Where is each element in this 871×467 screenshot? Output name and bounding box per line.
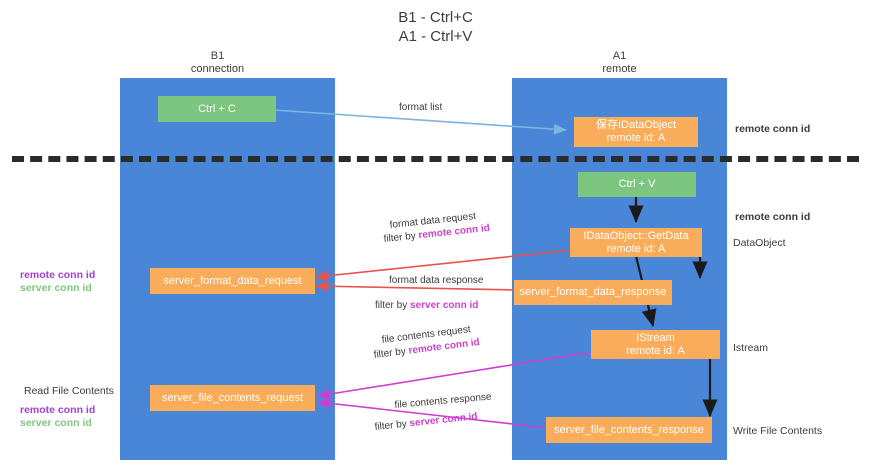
box-server-file-contents-response[interactable]: server_file_contents_response [546,417,712,443]
edge-label-file-contents-response: file contents response [394,391,492,411]
filter-by-prefix-1: filter by [383,230,420,245]
box-server-file-contents-response-label: server_file_contents_response [554,423,704,436]
box-ctrl-c[interactable]: Ctrl + C [158,96,276,122]
filter-by-prefix-2: filter by [375,300,411,311]
filter-value-server-conn-id-1: server conn id [410,300,479,311]
box-server-file-contents-request-label: server_file_contents_request [161,391,304,404]
annotation-right-remote-conn-id-top: remote conn id [735,123,811,135]
box-server-format-data-response[interactable]: server_format_data_response [514,280,672,305]
box-istream[interactable]: IStream remote id: A [591,330,720,359]
annotation-left-read-file-contents: Read File Contents [24,385,114,397]
box-save-idataobject-line1: 保存IDataObject [595,119,677,131]
box-istream-line1: IStream [636,331,675,344]
lane-title-b1: B1 connection [190,50,245,75]
annotation-right-write-file-contents: Write File Contents [733,425,823,437]
annotation-right-remote-conn-id-mid: remote conn id [735,211,811,223]
annotation-right-istream: Istream [733,342,769,354]
box-save-idataobject[interactable]: 保存IDataObject remote id: A [574,117,698,147]
box-save-idataobject-line2: remote id: A [606,132,666,144]
filter-by-prefix-3: filter by [373,345,410,361]
edge-label-file-contents-response-filter: filter by server conn id [374,410,478,434]
filter-value-server-conn-id-2: server conn id [408,411,479,430]
box-ctrl-v[interactable]: Ctrl + V [578,172,696,197]
box-server-format-data-request-label: server_format_data_request [163,274,302,287]
filter-by-prefix-4: filter by [374,418,411,433]
box-ctrl-c-label: Ctrl + C [198,102,236,115]
phase-divider [12,156,859,162]
box-server-file-contents-request[interactable]: server_file_contents_request [150,385,315,411]
box-idataobject-getdata-line2: remote id: A [606,242,666,255]
annotation-right-dataobject: DataObject [733,237,786,249]
annotation-left-server-conn-id-bottom: server conn id [20,417,92,429]
box-server-format-data-request[interactable]: server_format_data_request [150,268,315,294]
box-ctrl-v-label: Ctrl + V [618,178,656,190]
annotation-left-remote-conn-id-mid: remote conn id [20,269,96,281]
lane-title-a1: A1 remote [602,50,637,75]
box-istream-line2: remote id: A [626,344,685,357]
page-title: B1 - Ctrl+C A1 - Ctrl+V [398,9,473,45]
annotation-left-remote-conn-id-bottom: remote conn id [20,404,96,416]
box-server-format-data-response-label: server_format_data_response [519,286,667,298]
box-idataobject-getdata-line1: IDataObject::GetData [583,229,689,242]
box-idataobject-getdata[interactable]: IDataObject::GetData remote id: A [570,228,702,257]
edge-label-format-list: format list [399,102,443,113]
annotation-left-server-conn-id-mid: server conn id [20,282,92,294]
edge-label-format-data-response: format data response [389,275,484,286]
edge-label-format-data-response-filter: filter by server conn id [375,299,478,312]
